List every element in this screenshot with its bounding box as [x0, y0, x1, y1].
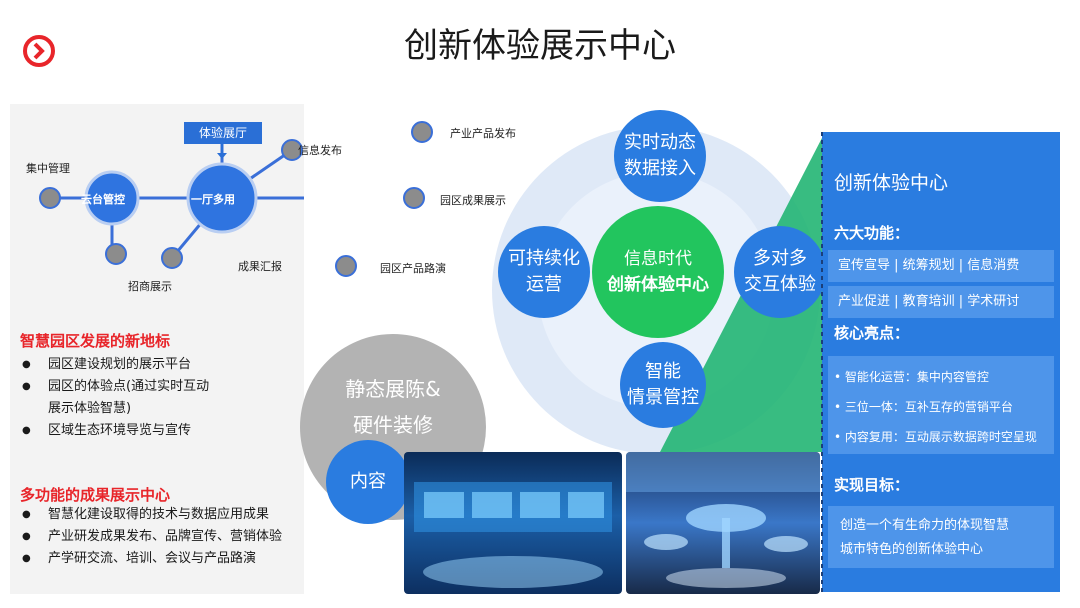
section2-title: 多功能的成果展示中心 [20, 486, 171, 504]
functions-title: 六大功能： [834, 224, 910, 242]
list-item: • 智能化运营：集中内容管控 [834, 370, 989, 384]
top-circle-line: 数据接入 [624, 158, 696, 179]
arrow-down-icon [217, 144, 227, 159]
exhibition-hall-image [626, 452, 820, 588]
list-item: • 三位一体：互补互存的营销平台 [834, 400, 1013, 414]
node-label: 成果汇报 [238, 260, 282, 273]
highlights-title: 核心亮点： [834, 324, 910, 342]
right-circle-line: 交互体验 [744, 274, 816, 295]
center-line2: 创新体验中心 [607, 275, 709, 295]
page-title: 创新体验展示中心 [404, 26, 676, 66]
node-dot [335, 255, 357, 277]
node-dot [39, 187, 61, 209]
bottom-circle-line: 智能 [645, 361, 681, 382]
left-circle: 可持续化 运营 [498, 226, 590, 318]
list-item: 展示体验智慧) [48, 401, 132, 416]
top-circle: 实时动态 数据接入 [614, 110, 706, 202]
node-label: 园区产品路演 [380, 262, 446, 275]
right-circle-line: 多对多 [753, 248, 807, 269]
highlights-list: • 智能化运营：集中内容管控 • 三位一体：互补互存的营销平台 • 内容复用：互… [828, 356, 1054, 454]
right-circle: 多对多 交互体验 [734, 226, 826, 318]
bottom-circle-line: 情景管控 [627, 387, 699, 408]
goal-title: 实现目标： [834, 476, 910, 494]
exhibition-hall-tag: 体验展厅 [184, 122, 262, 144]
top-circle-line: 实时动态 [624, 132, 696, 153]
hall-photo-1 [404, 452, 622, 594]
node-label: 招商展示 [128, 280, 172, 293]
bottom-circle: 智能 情景管控 [620, 342, 706, 428]
list-item: 园区的体验点(通过实时互动 [14, 376, 304, 398]
functions-row: 宣传宣导 | 统筹规划 | 信息消费 [828, 250, 1054, 282]
goal-box: 创造一个有生命力的体现智慧 城市特色的创新体验中心 [828, 506, 1054, 568]
hall-photo-2 [626, 452, 820, 594]
hub-label: 我建你用 [322, 193, 366, 206]
node-label: 信息发布 [298, 144, 342, 157]
list-item: 产业研发成果发布、品牌宣传、营销体验 [14, 526, 314, 548]
network-diagram [39, 139, 304, 269]
content-circle: 内容 [326, 440, 410, 524]
node-dot [411, 121, 433, 143]
dashed-divider [821, 132, 823, 592]
section1-list: 园区建设规划的展示平台 园区的体验点(通过实时互动 展示体验智慧) 区域生态环境… [14, 354, 304, 442]
node-label: 集中管理 [26, 162, 70, 175]
node-dot [403, 187, 425, 209]
chevron-right-icon [23, 35, 55, 67]
control-room-image [414, 482, 612, 588]
left-circle-line: 可持续化 [508, 248, 580, 269]
list-item: 智慧化建设取得的技术与数据应用成果 [14, 504, 314, 526]
goal-line: 城市特色的创新体验中心 [840, 542, 984, 557]
hub-circle [186, 162, 258, 234]
functions-row: 产业促进 | 教育培训 | 学术研讨 [828, 286, 1054, 318]
gray-circle-line: 硬件装修 [353, 413, 433, 437]
node-dot [161, 247, 183, 269]
list-item: 区域生态环境导览与宣传 [14, 420, 304, 442]
section1-title: 智慧园区发展的新地标 [20, 332, 171, 350]
gray-circle-line: 静态展陈& [345, 377, 441, 401]
right-panel-title: 创新体验中心 [834, 172, 949, 194]
node-label: 园区成果展示 [440, 194, 506, 207]
list-item: 产学研交流、培训、会议与产品路演 [14, 548, 314, 570]
node-dot [281, 139, 303, 161]
list-item: 园区建设规划的展示平台 [14, 354, 304, 376]
goal-line: 创造一个有生命力的体现智慧 [840, 518, 1010, 533]
node-dot [105, 243, 127, 265]
left-circle-line: 运营 [526, 274, 562, 295]
network-extension [335, 121, 433, 277]
hub-label: 一厅多用 [191, 193, 235, 206]
center-circle: 信息时代 创新体验中心 [592, 206, 724, 338]
hub-label: 云台管控 [81, 193, 125, 206]
hub-circle [84, 170, 140, 226]
node-label: 产业产品发布 [450, 127, 516, 140]
section2-list: 智慧化建设取得的技术与数据应用成果 产业研发成果发布、品牌宣传、营销体验 产学研… [14, 504, 314, 570]
content-label: 内容 [350, 471, 386, 492]
list-item: • 内容复用：互动展示数据跨时空呈现 [834, 430, 1037, 444]
center-line1: 信息时代 [624, 249, 692, 269]
